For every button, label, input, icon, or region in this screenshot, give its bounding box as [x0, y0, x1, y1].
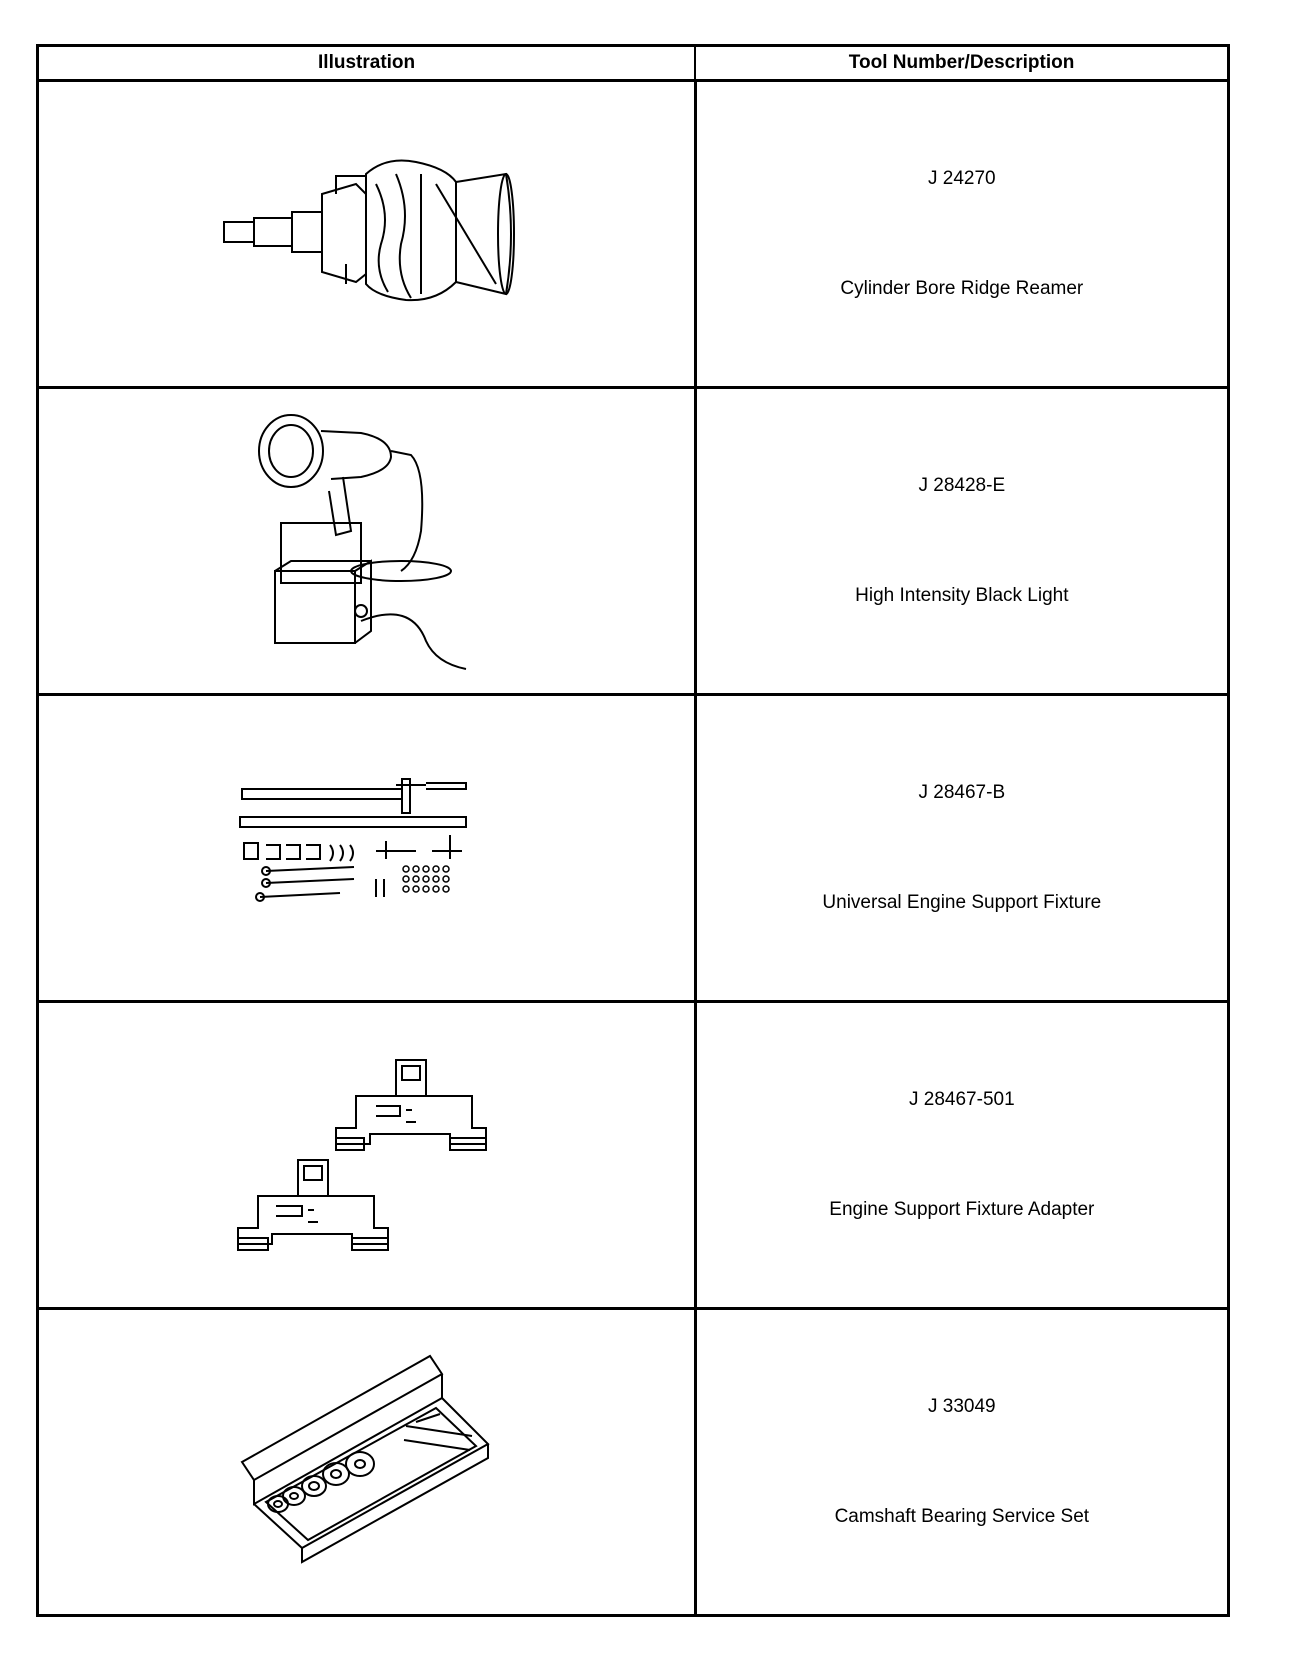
- black-light-icon: [251, 411, 481, 671]
- illustration-cell: [36, 1000, 697, 1310]
- tool-description: Camshaft Bearing Service Set: [834, 1506, 1090, 1527]
- table-header-row: Illustration Tool Number/Description: [36, 44, 1230, 82]
- camshaft-bearing-set-icon: [236, 1352, 496, 1572]
- table-row: J 28467-B Universal Engine Support Fixtu…: [36, 693, 1231, 1003]
- tool-number: J 33049: [928, 1396, 996, 1417]
- table-row: J 33049 Camshaft Bearing Service Set: [36, 1307, 1231, 1617]
- table-row: J 24270 Cylinder Bore Ridge Reamer: [36, 79, 1231, 389]
- tool-cell: J 28467-501 Engine Support Fixture Adapt…: [693, 1000, 1231, 1310]
- header-illustration: Illustration: [36, 44, 697, 82]
- tool-table: Illustration Tool Number/Description: [36, 44, 1231, 1617]
- tool-description: High Intensity Black Light: [855, 585, 1069, 606]
- tool-number: J 28467-501: [909, 1089, 1015, 1110]
- illustration-cell: [36, 1307, 697, 1617]
- illustration-cell: [36, 693, 697, 1003]
- tool-number: J 24270: [928, 168, 996, 189]
- tool-cell: J 24270 Cylinder Bore Ridge Reamer: [693, 79, 1231, 389]
- fixture-adapter-icon: [236, 1050, 496, 1260]
- support-fixture-kit-icon: [236, 773, 496, 923]
- tool-cell: J 28467-B Universal Engine Support Fixtu…: [693, 693, 1231, 1003]
- tool-cell: J 28428-E High Intensity Black Light: [693, 386, 1231, 696]
- tool-cell: J 33049 Camshaft Bearing Service Set: [693, 1307, 1231, 1617]
- tool-number: J 28467-B: [918, 782, 1006, 803]
- table-row: J 28467-501 Engine Support Fixture Adapt…: [36, 1000, 1231, 1310]
- tool-description: Cylinder Bore Ridge Reamer: [840, 278, 1084, 299]
- illustration-cell: [36, 79, 697, 389]
- tool-description: Universal Engine Support Fixture: [822, 892, 1102, 913]
- header-tool-number-description: Tool Number/Description: [694, 44, 1230, 82]
- illustration-cell: [36, 386, 697, 696]
- tool-description: Engine Support Fixture Adapter: [829, 1199, 1095, 1220]
- tool-number: J 28428-E: [918, 475, 1006, 496]
- ridge-reamer-icon: [216, 154, 516, 314]
- table-row: J 28428-E High Intensity Black Light: [36, 386, 1231, 696]
